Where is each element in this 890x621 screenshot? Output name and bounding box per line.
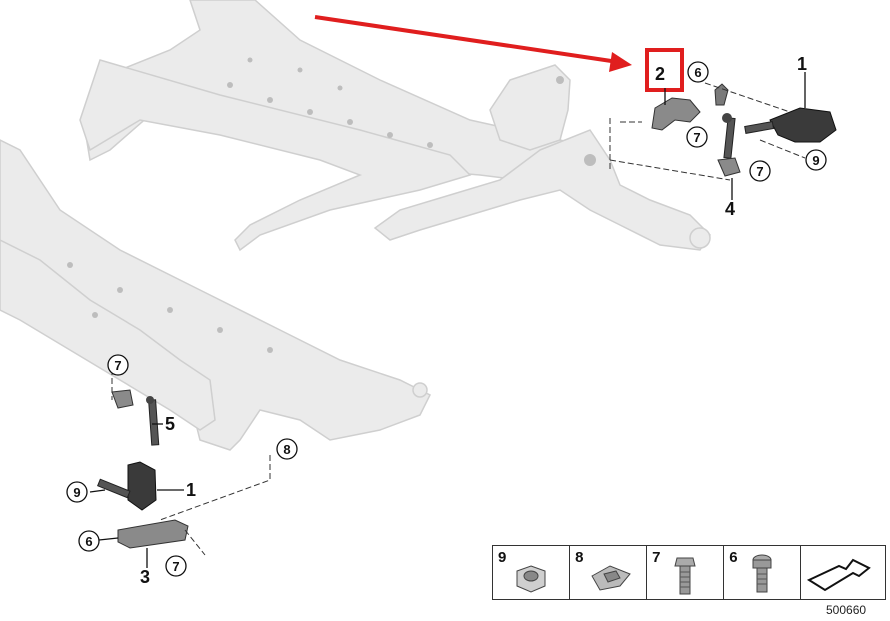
- svg-text:5: 5: [165, 414, 175, 434]
- svg-text:2: 2: [655, 64, 665, 84]
- fastener-legend: 9 8 7 6: [492, 545, 886, 600]
- legend-cell-arrow: [801, 546, 885, 599]
- svg-text:4: 4: [725, 199, 735, 219]
- svg-text:8: 8: [283, 442, 290, 457]
- highlight-arrow: [314, 15, 632, 72]
- callout-part-1-bottom: 1: [186, 480, 196, 500]
- callout-part-7-top-b: 7: [749, 160, 771, 182]
- hex-nut-icon: [516, 565, 546, 593]
- callout-part-8: 8: [276, 438, 298, 460]
- callout-part-3: 3: [140, 567, 150, 587]
- svg-text:7: 7: [693, 130, 700, 145]
- direction-arrow-icon: [807, 558, 872, 592]
- svg-text:6: 6: [694, 65, 701, 80]
- legend-number: 6: [729, 549, 738, 566]
- callout-part-6-top: 6: [687, 61, 709, 83]
- leader-lines: [89, 72, 806, 568]
- legend-cell-bolt: 7: [647, 546, 725, 599]
- diagram-reference-number: 500660: [826, 603, 867, 617]
- legend-cell-screw: 6: [724, 546, 802, 599]
- svg-text:1: 1: [186, 480, 196, 500]
- callout-part-7-bottom-b: 7: [165, 555, 187, 577]
- callout-part-9-bottom: 9: [66, 481, 88, 503]
- callout-part-7-top-a: 7: [686, 126, 708, 148]
- svg-text:7: 7: [114, 358, 121, 373]
- callout-part-2: 2: [655, 64, 665, 84]
- callout-part-7-bottom-a: 7: [107, 354, 129, 376]
- svg-text:7: 7: [172, 559, 179, 574]
- front-subframe-holes: [227, 57, 596, 166]
- svg-text:7: 7: [756, 164, 763, 179]
- upper-height-sensor-assembly: [609, 82, 837, 181]
- svg-text:9: 9: [73, 485, 80, 500]
- svg-text:9: 9: [812, 153, 819, 168]
- legend-cell-nut: 9: [493, 546, 571, 599]
- svg-text:3: 3: [140, 567, 150, 587]
- clip-nut-icon: [591, 565, 631, 591]
- legend-cell-clip-nut: 8: [570, 546, 648, 599]
- rear-subframe-holes: [67, 262, 273, 353]
- callout-part-1-top: 1: [797, 54, 807, 74]
- torx-screw-icon: [752, 554, 772, 593]
- legend-number: 7: [652, 549, 661, 566]
- callout-part-5: 5: [165, 414, 175, 434]
- legend-number: 9: [498, 549, 507, 566]
- svg-text:1: 1: [797, 54, 807, 74]
- hex-bolt-icon: [674, 557, 696, 595]
- callout-part-6-bottom: 6: [78, 530, 100, 552]
- front-subframe: [79, 0, 711, 252]
- lower-height-sensor-assembly: [97, 360, 271, 556]
- rear-subframe: [0, 139, 432, 451]
- legend-number: 8: [575, 549, 584, 566]
- svg-text:6: 6: [85, 534, 92, 549]
- callout-part-4: 4: [725, 199, 735, 219]
- callout-part-9-top: 9: [805, 149, 827, 171]
